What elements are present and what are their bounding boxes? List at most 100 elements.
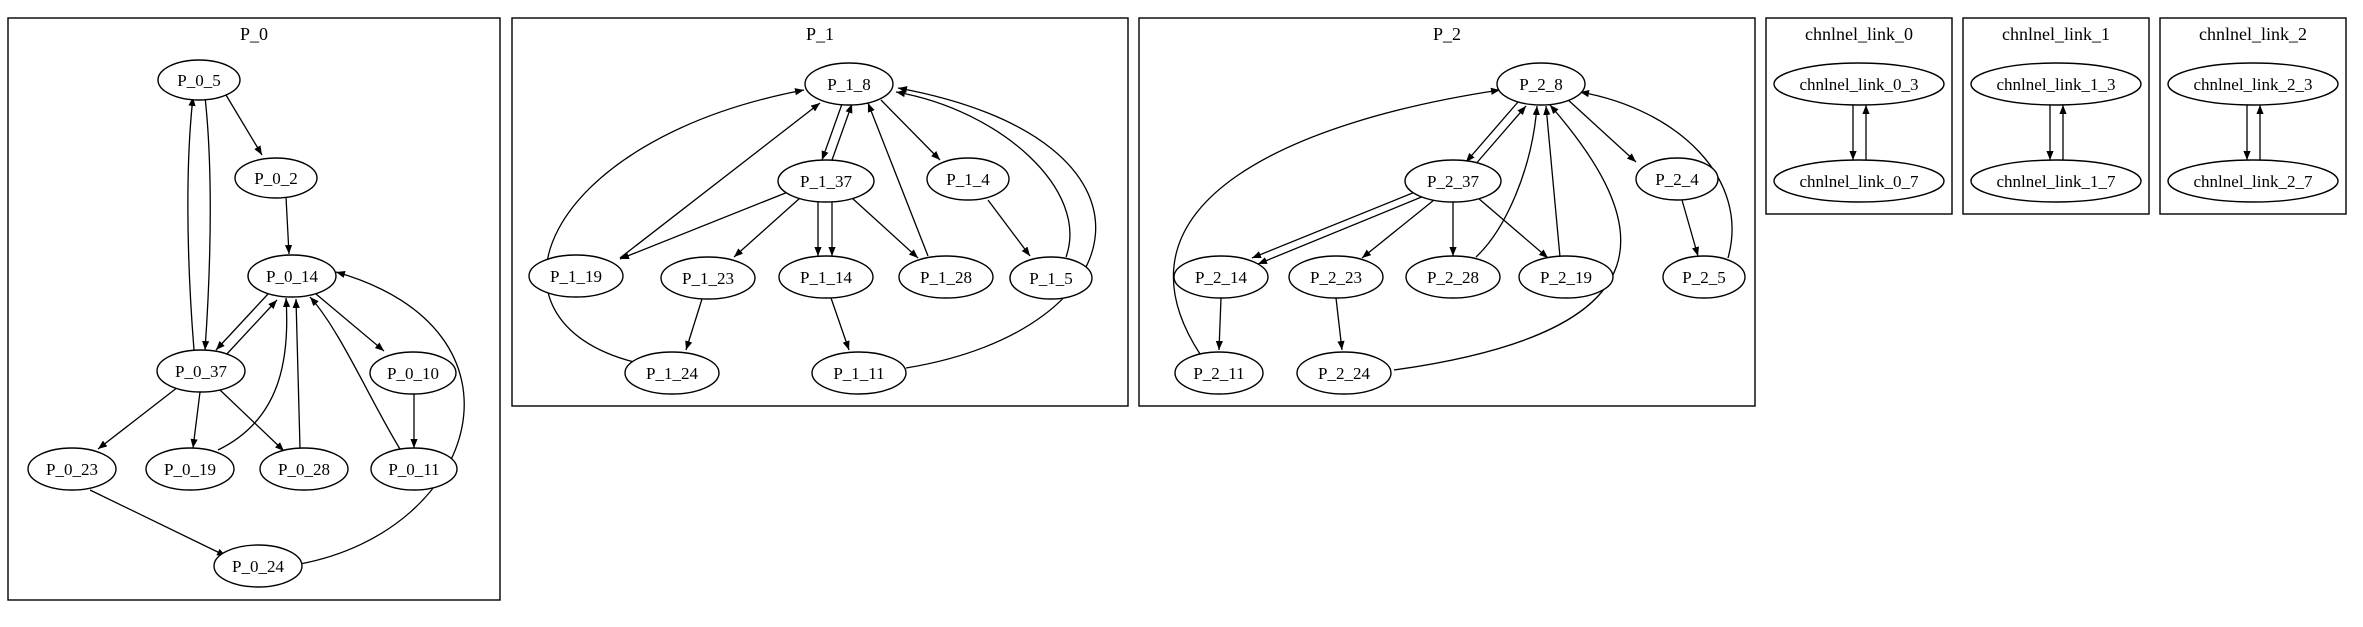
node-shape [259, 447, 349, 491]
node-p-0-24[interactable]: P_0_24 [213, 544, 303, 588]
node-label: P_2_19 [1540, 268, 1592, 287]
node-p-2-8[interactable]: P_2_8 [1496, 62, 1586, 106]
edge-p-2-37-to-p-2-8 [1473, 105, 1527, 167]
node-label: P_0_5 [177, 71, 220, 90]
edge-p-0-5-to-p-0-37 [202, 96, 211, 351]
node-p-0-23[interactable]: P_0_23 [27, 447, 117, 491]
node-p-1-23[interactable]: P_1_23 [660, 256, 756, 300]
node-shape [1518, 255, 1614, 299]
edge-p-2-37-to-p-2-19 [1477, 197, 1549, 259]
node-p-2-28[interactable]: P_2_28 [1405, 255, 1501, 299]
node-label: P_1_37 [800, 172, 852, 191]
edge-p-1-5-to-p-1-8 [895, 89, 1071, 258]
node-p-1-4[interactable]: P_1_4 [926, 157, 1010, 201]
edge-p-1-4-to-p-1-5 [987, 199, 1031, 257]
cluster-box [2159, 17, 2347, 215]
node-shape [777, 159, 875, 203]
edge-p-1-37-to-p-1-19 [619, 191, 789, 260]
node-p-1-28[interactable]: P_1_28 [898, 255, 994, 299]
node-p-2-14[interactable]: P_2_14 [1173, 255, 1269, 299]
node-label: P_1_28 [920, 268, 972, 287]
node-p-1-37[interactable]: P_1_37 [777, 159, 875, 203]
node-p-0-19[interactable]: P_0_19 [145, 447, 235, 491]
node-chnlnel-link-0-7[interactable]: chnlnel_link_0_7 [1773, 159, 1945, 203]
node-p-2-5[interactable]: P_2_5 [1662, 255, 1746, 299]
node-shape [778, 255, 874, 299]
node-p-2-24[interactable]: P_2_24 [1296, 351, 1392, 395]
cluster-box [7, 17, 501, 601]
edge-p-0-19-to-p-0-14 [217, 297, 291, 451]
edges [1849, 105, 1870, 160]
cluster-title: chnlnel_link_0 [1805, 24, 1913, 44]
node-shape [2167, 62, 2339, 106]
nodes: P_0_5 P_0_2 P_0_14 P_0_37 P_0_10 P_0_23 … [27, 59, 458, 588]
edge-p-1-14-to-p-1-11 [830, 297, 850, 351]
edges [1172, 87, 1733, 371]
node-chnlnel-link-0-3[interactable]: chnlnel_link_0_3 [1773, 62, 1945, 106]
edge-p-2-8-to-p-2-4 [1565, 97, 1637, 163]
node-label: P_1_8 [827, 75, 870, 94]
node-chnlnel-link-2-7[interactable]: chnlnel_link_2_7 [2167, 159, 2339, 203]
node-shape [156, 349, 246, 393]
edge-p-0-28-to-p-0-14 [292, 298, 301, 449]
node-p-0-2[interactable]: P_0_2 [234, 157, 318, 199]
node-p-2-4[interactable]: P_2_4 [1635, 157, 1719, 201]
cluster-chnlnel-link-1: chnlnel_link_1 chnlnel_link_1_3 chnlnel_… [1962, 17, 2150, 215]
cluster-box [511, 17, 1129, 407]
edge-p-2-37-to-p-2-14b [1257, 195, 1425, 265]
node-label: P_2_23 [1310, 268, 1362, 287]
node-p-1-24[interactable]: P_1_24 [624, 351, 720, 395]
node-p-0-11[interactable]: P_0_11 [370, 447, 458, 491]
node-p-2-23[interactable]: P_2_23 [1288, 255, 1384, 299]
edge-p-0-11-to-p-0-14 [309, 296, 401, 450]
node-p-1-14[interactable]: P_1_14 [778, 255, 874, 299]
edge-p-1-11-to-p-1-8 [897, 86, 1097, 369]
node-p-0-14[interactable]: P_0_14 [247, 254, 337, 298]
edge-p-0-37-to-p-0-28 [219, 389, 285, 452]
node-p-1-11[interactable]: P_1_11 [811, 351, 907, 395]
node-shape [145, 447, 235, 491]
node-label: P_2_28 [1427, 268, 1479, 287]
node-shape [213, 544, 303, 588]
node-p-1-19[interactable]: P_1_19 [528, 254, 624, 298]
cluster-chnlnel-link-0: chnlnel_link_0 chnlnel_link_0_3 chnlnel_… [1765, 17, 1953, 215]
node-shape [926, 157, 1010, 201]
node-p-2-37[interactable]: P_2_37 [1404, 159, 1502, 203]
node-label: P_1_5 [1029, 269, 1072, 288]
node-p-0-5[interactable]: P_0_5 [157, 59, 241, 101]
edge-p-2-14-to-p-2-11 [1215, 297, 1223, 351]
node-label: P_2_11 [1193, 364, 1244, 383]
node-p-1-5[interactable]: P_1_5 [1009, 256, 1093, 300]
node-label: P_0_11 [388, 460, 439, 479]
node-p-1-8[interactable]: P_1_8 [804, 62, 894, 106]
node-label: P_0_23 [46, 460, 98, 479]
node-shape [1662, 255, 1746, 299]
node-shape [27, 447, 117, 491]
node-p-0-28[interactable]: P_0_28 [259, 447, 349, 491]
node-chnlnel-link-1-7[interactable]: chnlnel_link_1_7 [1970, 159, 2142, 203]
node-label: P_0_2 [254, 169, 297, 188]
node-p-0-10[interactable]: P_0_10 [369, 351, 457, 395]
node-label: chnlnel_link_1_7 [1997, 172, 2116, 191]
node-label: P_2_4 [1655, 170, 1699, 189]
node-shape [1496, 62, 1586, 106]
nodes: chnlnel_link_1_3 chnlnel_link_1_7 [1970, 62, 2142, 203]
edge-p-2-28-to-p-2-8 [1475, 105, 1540, 258]
node-label: P_2_24 [1318, 364, 1370, 383]
node-shape [234, 157, 318, 199]
node-chnlnel-link-1-3[interactable]: chnlnel_link_1_3 [1970, 62, 2142, 106]
node-shape [370, 447, 458, 491]
node-p-2-11[interactable]: P_2_11 [1174, 351, 1264, 395]
node-shape [1404, 159, 1502, 203]
node-shape [1009, 256, 1093, 300]
node-p-2-19[interactable]: P_2_19 [1518, 255, 1614, 299]
edge-p-0-24-to-p-0-14 [299, 271, 465, 565]
edge-p-1-28-to-p-1-8 [867, 102, 929, 257]
node-p-0-37[interactable]: P_0_37 [156, 349, 246, 393]
node-chnlnel-link-2-3[interactable]: chnlnel_link_2_3 [2167, 62, 2339, 106]
cluster-box [1138, 17, 1756, 407]
node-label: chnlnel_link_1_3 [1997, 75, 2116, 94]
cluster-title: P_0 [240, 24, 268, 44]
edge-p-2-11-to-p-2-8 [1172, 87, 1501, 355]
